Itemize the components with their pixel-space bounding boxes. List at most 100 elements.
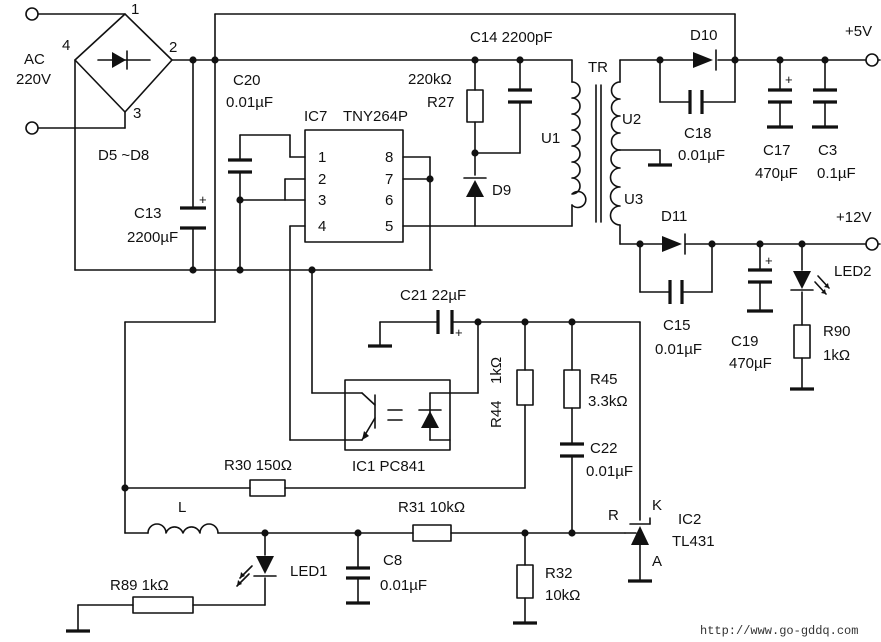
label-c19-value: 470µF (729, 355, 772, 372)
wires (37, 13, 881, 631)
label-bridge-pin1: 1 (131, 1, 139, 18)
label-c20-value: 0.01µF (226, 94, 273, 111)
label-c13-value: 2200µF (127, 229, 178, 246)
label-ic7-pin4: 4 (318, 218, 326, 235)
label-c19-name: C19 (731, 333, 759, 350)
capacitor-c19: + (748, 253, 773, 284)
label-tr: TR (588, 59, 608, 76)
label-c20-name: C20 (233, 72, 261, 89)
diode-d11 (662, 233, 686, 255)
capacitor-c18 (688, 90, 704, 114)
label-r45-value: 3.3kΩ (588, 393, 628, 410)
label-c17-value: 470µF (755, 165, 798, 182)
capacitor-c8 (346, 566, 370, 580)
label-tl431-a: A (652, 553, 662, 570)
label-out-12v: +12V (836, 209, 871, 226)
label-ic7-pin3: 3 (318, 192, 326, 209)
label-r32-name: R32 (545, 565, 573, 582)
resistor-r44 (516, 369, 534, 406)
capacitor-c13: + (180, 192, 207, 230)
label-c14: C14 2200pF (470, 29, 553, 46)
label-ic2-part: TL431 (672, 533, 715, 550)
resistor-r32 (516, 564, 534, 599)
label-out-5v: +5V (845, 23, 872, 40)
capacitor-c14 (508, 88, 532, 104)
label-c3-value: 0.1µF (817, 165, 856, 182)
label-c8-value: 0.01µF (380, 577, 427, 594)
label-ic7-part: TNY264P (343, 108, 408, 125)
label-r90-name: R90 (823, 323, 851, 340)
label-c18-value: 0.01µF (678, 147, 725, 164)
label-bridge-pin4: 4 (62, 37, 70, 54)
label-r90-value: 1kΩ (823, 347, 850, 364)
label-led1: LED1 (290, 563, 328, 580)
resistor-r31 (412, 524, 452, 542)
label-d11: D11 (661, 208, 687, 225)
led2 (790, 271, 830, 295)
label-bridge-pin3: 3 (133, 105, 141, 122)
label-c22-value: 0.01µF (586, 463, 633, 480)
led1 (236, 556, 277, 587)
resistor-r27 (466, 89, 484, 123)
resistor-r30 (249, 479, 286, 497)
label-c21: C21 22µF (400, 287, 466, 304)
label-ic7-pin7: 7 (385, 171, 393, 188)
out-12v-terminal (865, 237, 879, 251)
regulator-ic2 (624, 517, 651, 545)
label-ic7-pin5: 5 (385, 218, 393, 235)
label-tl431-k: K (652, 497, 662, 514)
label-r27-name: R27 (427, 94, 455, 111)
label-c15-value: 0.01µF (655, 341, 702, 358)
capacitor-c21: + (436, 310, 463, 340)
label-tl431-r: R (608, 507, 619, 524)
watermark-url: http://www.go-gddq.com (700, 624, 858, 638)
label-c13-name: C13 (134, 205, 162, 222)
label-ac: AC (24, 51, 45, 68)
optocoupler-ic1 (344, 379, 451, 451)
label-l: L (178, 499, 186, 516)
label-r30: R30 150Ω (224, 457, 292, 474)
capacitor-c3 (813, 88, 837, 104)
label-ic7-pin6: 6 (385, 192, 393, 209)
label-u1: U1 (541, 130, 560, 147)
resistor-r89 (132, 596, 194, 614)
label-ac-voltage: 220V (16, 71, 51, 88)
label-r31: R31 10kΩ (398, 499, 465, 516)
capacitor-c20 (228, 158, 252, 174)
label-bridge-pin2: 2 (169, 39, 177, 56)
label-c3-name: C3 (818, 142, 837, 159)
label-led2: LED2 (834, 263, 872, 280)
label-r44-name: R44 (488, 400, 505, 428)
label-ic7-pin8: 8 (385, 149, 393, 166)
diode-d10 (693, 49, 717, 71)
labels: AC 220V 1 2 3 4 D5 ~D8 C13 2200µF C20 0.… (16, 1, 872, 638)
label-r44-value: 1kΩ (488, 357, 505, 384)
label-c17-name: C17 (763, 142, 791, 159)
label-r45-name: R45 (590, 371, 618, 388)
ac-terminal-top (25, 7, 39, 21)
label-ic1: IC1 PC841 (352, 458, 425, 475)
label-r27-value: 220kΩ (408, 71, 452, 88)
inductor-l (147, 523, 219, 534)
out-5v-terminal (865, 53, 879, 67)
capacitor-c17: + (768, 72, 793, 104)
label-ic7-name: IC7 (304, 108, 327, 125)
label-c15-name: C15 (663, 317, 691, 334)
resistor-r90 (793, 324, 811, 359)
label-r89: R89 1kΩ (110, 577, 169, 594)
label-ic7-pin1: 1 (318, 149, 326, 166)
svg-text:+: + (785, 72, 793, 87)
transformer-tr (571, 81, 621, 226)
junction-dots (121, 56, 829, 537)
label-c18-name: C18 (684, 125, 712, 142)
label-u3: U3 (624, 191, 643, 208)
label-c8-name: C8 (383, 552, 402, 569)
label-ic2-name: IC2 (678, 511, 701, 528)
label-u2: U2 (622, 111, 641, 128)
label-r32-value: 10kΩ (545, 587, 580, 604)
ground-symbols (66, 125, 838, 633)
capacitor-c15 (668, 280, 684, 304)
label-ic7-pin2: 2 (318, 171, 326, 188)
bridge-rectifier (74, 13, 173, 113)
